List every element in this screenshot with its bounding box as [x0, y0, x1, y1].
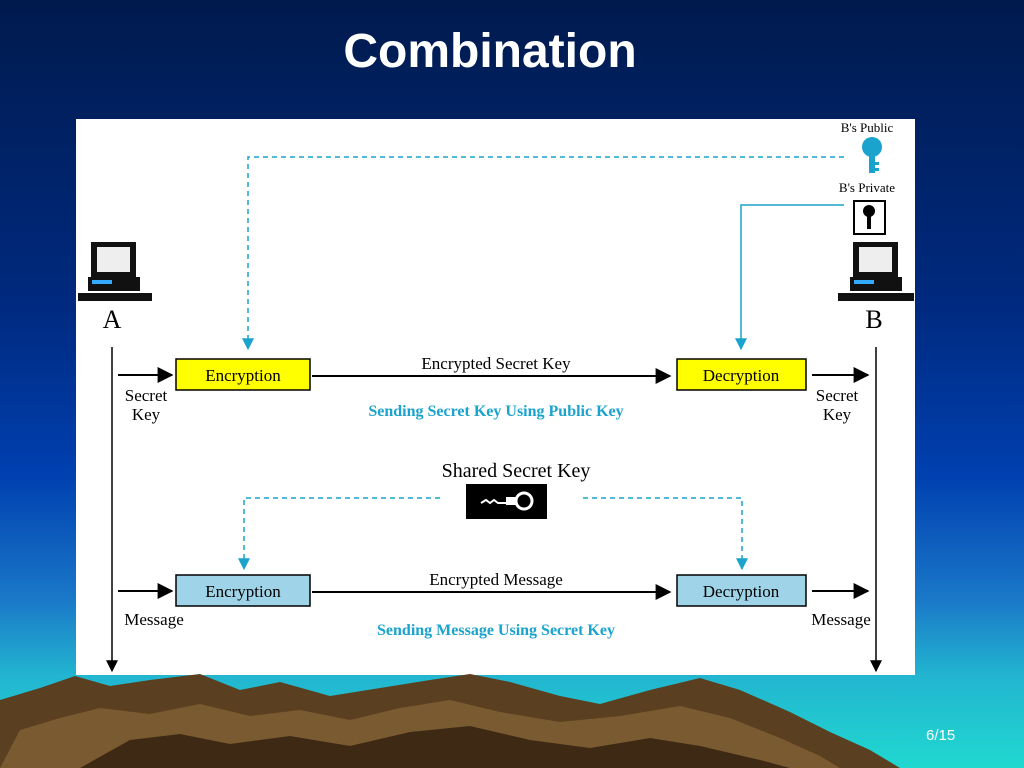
mountain-background — [0, 674, 900, 768]
computer-a-icon — [78, 242, 152, 301]
shared-key-path-left — [238, 497, 440, 571]
top-input-label-2: Key — [132, 405, 161, 424]
private-key-icon — [853, 200, 886, 235]
shared-key-path-right — [583, 497, 748, 571]
private-key-label: B's Private — [839, 180, 895, 195]
top-row-caption: Sending Secret Key Using Public Key — [368, 403, 623, 420]
diagram-panel: A B B's Public B's Private — [76, 119, 915, 675]
top-input-label-1: Secret — [125, 386, 168, 405]
bottom-encryption-box — [175, 574, 311, 607]
node-b-label: B — [865, 305, 882, 334]
top-output-label-2: Key — [823, 405, 852, 424]
top-encryption-box — [175, 358, 311, 391]
private-key-path — [735, 204, 844, 351]
bottom-decryption-box — [676, 574, 807, 607]
top-channel-label: Encrypted Secret Key — [421, 354, 571, 373]
shared-key-label: Shared Secret Key — [442, 460, 591, 482]
bottom-channel-label: Encrypted Message — [429, 570, 563, 589]
top-output-label-1: Secret — [816, 386, 859, 405]
node-a-label: A — [103, 305, 122, 334]
bottom-output-label: Message — [811, 610, 870, 629]
slide-title: Combination — [343, 25, 637, 78]
top-decryption-label: Decryption — [703, 366, 780, 385]
bottom-row-caption: Sending Message Using Secret Key — [377, 622, 615, 639]
top-encryption-label: Encryption — [205, 366, 281, 385]
public-key-label: B's Public — [841, 120, 894, 135]
public-key-path — [242, 156, 844, 351]
bottom-decryption-label: Decryption — [703, 582, 780, 601]
top-decryption-box — [676, 358, 807, 391]
page-number: 6/15 — [926, 727, 956, 744]
public-key-icon — [862, 137, 882, 173]
combination-diagram: A B B's Public B's Private — [78, 120, 914, 673]
shared-key-icon — [466, 484, 547, 519]
bottom-input-label: Message — [124, 610, 183, 629]
bottom-encryption-label: Encryption — [205, 582, 281, 601]
computer-b-icon — [838, 242, 914, 301]
